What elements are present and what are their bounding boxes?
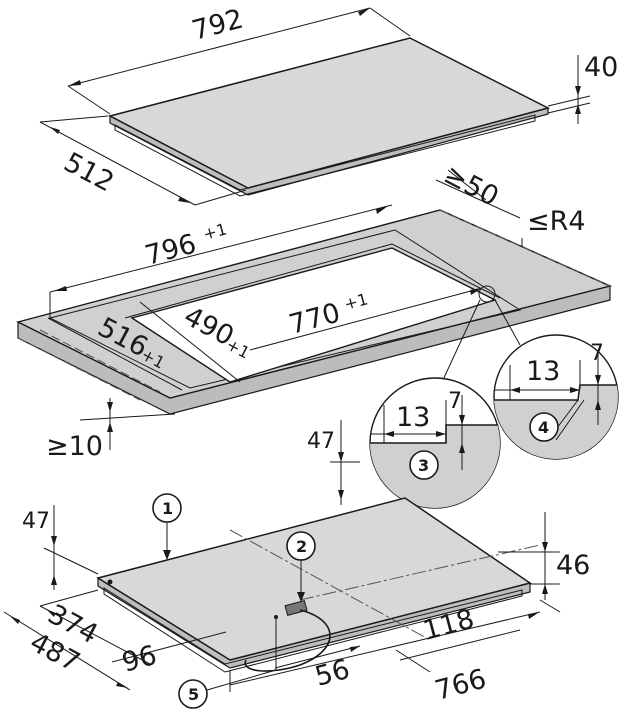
leader-detail-4 xyxy=(494,299,521,346)
detail-4-number: 4 xyxy=(538,418,549,437)
detail-4-ledge: 13 xyxy=(526,356,560,387)
dim-796-tol: +1 xyxy=(201,219,229,243)
worktop xyxy=(16,209,613,415)
dim-40: 40 xyxy=(547,52,618,124)
dim-front-clearance-label: ≥10 xyxy=(46,431,103,462)
detail-3-badge xyxy=(409,450,439,480)
dim-clearance-label: ≥50 xyxy=(439,159,504,213)
dim-47-top-label: 47 xyxy=(307,429,335,454)
detail-3-number: 3 xyxy=(418,456,429,475)
callout-2-label: 2 xyxy=(296,537,307,556)
dim-40-label: 40 xyxy=(584,52,618,83)
callout-5-label: 5 xyxy=(188,685,199,704)
dim-47-top: 47 xyxy=(307,420,360,505)
callout-2: 2 xyxy=(286,531,316,602)
detail-3: 13 7 3 xyxy=(369,377,501,509)
dim-47-left: 47 xyxy=(22,505,99,590)
dim-766-label: 766 xyxy=(432,663,490,706)
hob-underside xyxy=(96,497,541,673)
detail-4: 13 7 4 xyxy=(493,334,619,460)
dim-clearance-50: ≥50 xyxy=(435,159,521,219)
detail-4-tick: 7 xyxy=(590,341,604,366)
detail-3-tick: 7 xyxy=(448,389,462,414)
dim-47-left-label: 47 xyxy=(22,509,50,534)
dim-46: 46 xyxy=(498,512,590,600)
dim-96-label: 96 xyxy=(119,640,160,679)
corner-marker xyxy=(478,285,496,303)
detail-4-badge xyxy=(529,412,559,442)
dim-front-clearance: ≥10 xyxy=(46,398,176,462)
callout-1: 1 xyxy=(152,493,182,560)
hob-plate xyxy=(107,37,551,197)
dim-792-label: 792 xyxy=(189,3,247,46)
dim-512: 512 xyxy=(39,115,247,206)
callout-1-label: 1 xyxy=(162,499,173,518)
corner-radius-label: ≤R4 xyxy=(527,206,586,237)
dim-796-label: 796 xyxy=(142,228,200,271)
power-cable xyxy=(244,599,331,672)
callout-5: 5 xyxy=(178,669,277,709)
dim-56-label: 56 xyxy=(312,654,353,693)
dim-46-label: 46 xyxy=(556,550,590,581)
dim-512-label: 512 xyxy=(59,147,119,199)
detail-3-ledge: 13 xyxy=(396,402,430,433)
